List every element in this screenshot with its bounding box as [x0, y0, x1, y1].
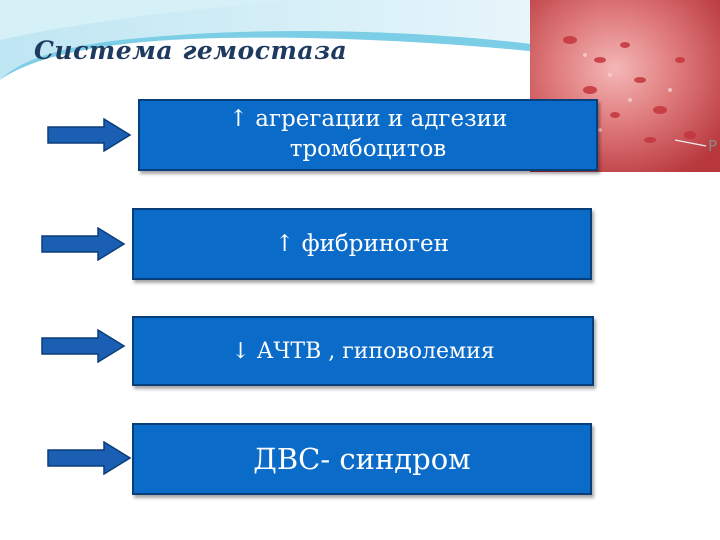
dic-syndrome-box: ДВС- синдром [132, 423, 592, 495]
right-arrow-icon [41, 329, 126, 363]
right-arrow-icon [47, 118, 132, 152]
fibrinogen-box: ↑ фибриноген [132, 208, 592, 280]
box-text: ↑ фибриноген [275, 231, 449, 257]
box-text: ДВС- синдром [253, 442, 471, 476]
aptt-hypovolemia-box: ↓ АЧТВ , гиповолемия [132, 316, 594, 386]
right-arrow-icon [47, 441, 132, 475]
platelet-aggregation-box: ↑ агрегации и адгезии тромбоцитов [138, 99, 598, 171]
slide-title: Система гемостаза [34, 36, 348, 65]
box-text: ↓ АЧТВ , гиповолемия [231, 338, 495, 364]
right-arrow-icon [41, 227, 126, 261]
box-text-line1: ↑ агрегации и адгезии [228, 106, 508, 133]
box-text-line2: тромбоцитов [289, 136, 447, 162]
photo-label: Р [708, 137, 718, 155]
